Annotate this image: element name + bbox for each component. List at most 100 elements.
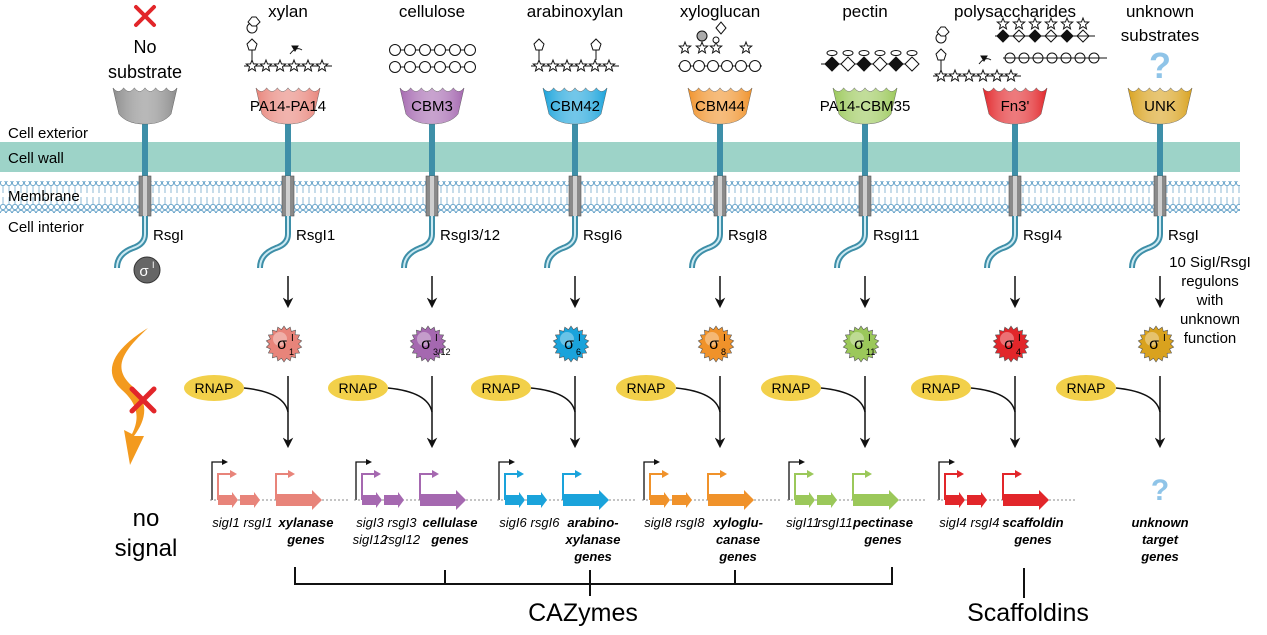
xyloglucan-structure-icon bbox=[678, 21, 762, 72]
receptor-cellulose bbox=[399, 87, 465, 125]
antisigma-label: RsgI8 bbox=[728, 227, 767, 244]
scaffoldins-label: Scaffoldins bbox=[967, 599, 1089, 627]
rnap-label: RNAP bbox=[482, 380, 521, 396]
antisigma-label: RsgI1 bbox=[296, 227, 335, 244]
substrate-label: polysaccharides bbox=[954, 2, 1076, 21]
sigma-superscript: I bbox=[723, 333, 726, 344]
product-genes-label: genes bbox=[573, 549, 612, 564]
receptor-stalk bbox=[1012, 124, 1018, 218]
gene-operon bbox=[787, 459, 927, 510]
antisigma-label: RsgI4 bbox=[1023, 227, 1062, 244]
product-genes-label: genes bbox=[286, 532, 325, 547]
rsg-gene-name: rsgI8 bbox=[676, 515, 706, 530]
product-genes-label: genes bbox=[718, 549, 757, 564]
xylan-structure-icon bbox=[244, 16, 332, 73]
product-genes-label: unknown bbox=[1131, 515, 1188, 530]
pectin-structure-icon bbox=[821, 50, 920, 72]
rsgi-cytoplasmic-tail bbox=[984, 216, 1018, 269]
sigma-subscript: 3/12 bbox=[433, 347, 451, 357]
product-genes-label: scaffoldin bbox=[1002, 515, 1063, 530]
unknown-regulons-note: unknown bbox=[1180, 311, 1240, 328]
sigma-symbol: σ bbox=[1004, 336, 1014, 353]
receptor-stalk bbox=[142, 124, 148, 218]
transmembrane-segment bbox=[281, 175, 295, 217]
product-genes-label: xylanase bbox=[278, 515, 334, 530]
unknown-regulons-note: function bbox=[1184, 330, 1237, 347]
rnap-join-arrow bbox=[530, 387, 576, 413]
rnap-label: RNAP bbox=[627, 380, 666, 396]
product-genes-label: genes bbox=[1140, 549, 1179, 564]
sigma-superscript: I bbox=[291, 333, 294, 344]
rnap-oval: RNAP bbox=[328, 375, 388, 401]
product-genes-label: xyloglu- bbox=[712, 515, 763, 530]
sig-gene-name: sigI6 bbox=[499, 515, 527, 530]
control-receptor bbox=[112, 87, 178, 125]
transmembrane-segment bbox=[713, 175, 727, 217]
label-membrane: Membrane bbox=[8, 188, 80, 205]
receptor-stalk bbox=[862, 124, 868, 218]
sigma-symbol: σ bbox=[709, 336, 719, 353]
substrate-label: xylan bbox=[268, 2, 308, 21]
transmembrane-segment bbox=[425, 175, 439, 217]
no-substrate-line1: No bbox=[133, 37, 156, 57]
question-structure-icon: ? bbox=[1149, 45, 1171, 86]
cbm-domain-label: UNK bbox=[1144, 98, 1176, 115]
sigma-superscript: I bbox=[1163, 333, 1166, 344]
rsg-gene-name: rsgI4 bbox=[971, 515, 1000, 530]
substrate-label: xyloglucan bbox=[680, 2, 760, 21]
product-genes-label: pectinase bbox=[852, 515, 913, 530]
product-genes-label: arabino- bbox=[567, 515, 618, 530]
receptor-unknown bbox=[1127, 87, 1193, 125]
rnap-join-arrow bbox=[675, 387, 721, 413]
label-cell-wall: Cell wall bbox=[8, 150, 64, 167]
rnap-oval: RNAP bbox=[616, 375, 676, 401]
product-genes-label: canase bbox=[716, 532, 760, 547]
blocked-cross-icon bbox=[129, 386, 157, 414]
substrate-label: cellulose bbox=[399, 2, 465, 21]
no-signal-line2: signal bbox=[115, 535, 178, 562]
receptor-pectin bbox=[832, 87, 898, 125]
transmembrane-segment bbox=[568, 175, 582, 217]
sig-gene-name: sigI4 bbox=[939, 515, 966, 530]
receptor-arabinoxylan bbox=[542, 87, 608, 125]
cbm-domain-label: CBM44 bbox=[695, 98, 745, 115]
sigma-superscript: I bbox=[1018, 333, 1021, 344]
gene-operon bbox=[497, 459, 637, 510]
unknown-regulons-note: regulons bbox=[1181, 273, 1239, 290]
sigma-subscript: 11 bbox=[866, 347, 875, 357]
rsg-gene-name: rsgI11 bbox=[817, 515, 852, 530]
receptor-xylan bbox=[255, 87, 321, 125]
orange-signal-arrow-icon bbox=[111, 328, 148, 465]
svg-text:?: ? bbox=[1149, 45, 1171, 86]
rnap-oval: RNAP bbox=[471, 375, 531, 401]
substrate-label: substrates bbox=[1121, 26, 1199, 45]
rnap-oval: RNAP bbox=[184, 375, 244, 401]
product-genes-label: target bbox=[1142, 532, 1179, 547]
rsgi-cytoplasmic-tail bbox=[114, 216, 148, 269]
sig-gene-name: sigI11 bbox=[786, 515, 820, 530]
cell-wall-band bbox=[0, 142, 1240, 172]
antisigma-label: RsgI6 bbox=[583, 227, 622, 244]
rsgi-cytoplasmic-tail bbox=[257, 216, 291, 269]
gene-operon bbox=[642, 459, 782, 510]
rnap-join-arrow bbox=[243, 387, 289, 413]
gene-operon bbox=[937, 459, 1077, 510]
rnap-join-arrow bbox=[820, 387, 866, 413]
rnap-oval: RNAP bbox=[911, 375, 971, 401]
rsg-gene-name: rsgI6 bbox=[531, 515, 561, 530]
product-genes-label: genes bbox=[430, 532, 469, 547]
transmembrane-segment bbox=[138, 175, 152, 217]
cbm-domain-label: Fn3' bbox=[1001, 98, 1030, 115]
product-genes-label: cellulase bbox=[423, 515, 478, 530]
cbm-domain-label: CBM42 bbox=[550, 98, 600, 115]
rsgi-cytoplasmic-tail bbox=[401, 216, 435, 269]
